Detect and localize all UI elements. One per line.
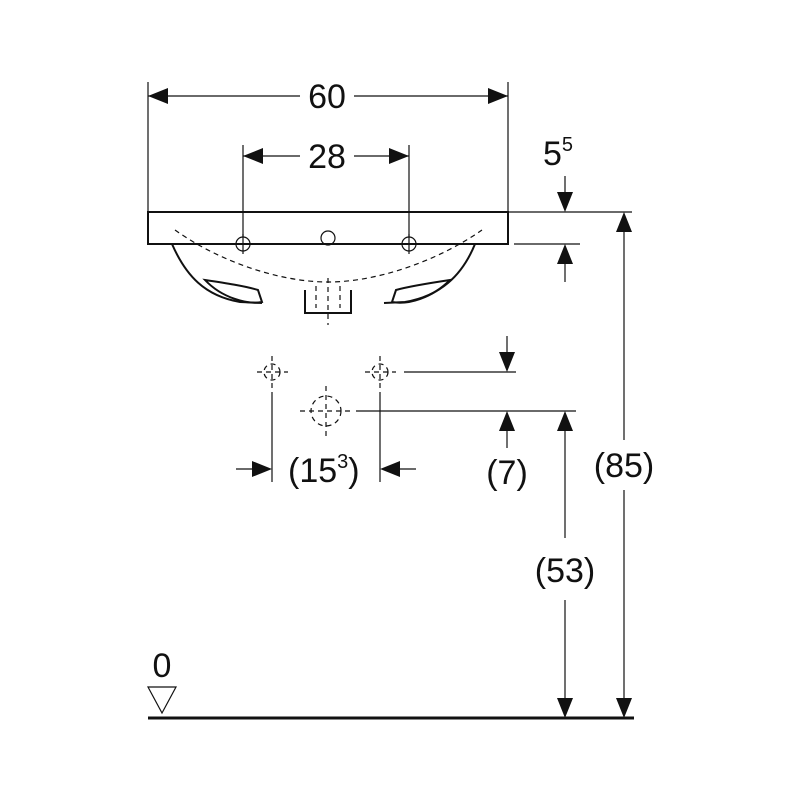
dimension-supply-offset: (7): [486, 336, 528, 492]
basin-elevation: [147, 211, 509, 325]
dimension-label-width: 60: [308, 78, 346, 116]
connection-layout: [257, 356, 576, 482]
basin-right-foot: [390, 278, 453, 304]
basin-waste-spout: [304, 290, 352, 314]
basin-left-foot: [202, 278, 264, 304]
waste-outlet-crosshair-icon: [300, 386, 352, 436]
overflow-hole-icon: [320, 230, 336, 246]
basin-rim: [147, 211, 509, 245]
basin-hidden-bowl-line: [174, 229, 483, 283]
dimension-label-waste-height: (53): [535, 552, 595, 590]
dimension-label-tap-spacing: 28: [308, 138, 346, 176]
dimension-tap-hole-spacing: 28: [242, 138, 410, 237]
dimension-rim-height: (85): [594, 212, 654, 718]
dimension-rim-thickness: 55: [508, 134, 632, 282]
floor-level-label: 0: [153, 647, 172, 685]
basin-waste-centerline: [315, 278, 341, 325]
dimension-label-rim-thickness: 55: [543, 134, 573, 173]
dimension-label-supply-offset: (7): [486, 454, 528, 492]
dimension-waste-spacing: (153): [236, 451, 416, 490]
supply-right-crosshair-icon: [365, 356, 396, 388]
dimension-label-rim-height: (85): [594, 447, 654, 485]
floor-level-triangle-icon: [146, 686, 178, 715]
dimension-overall-width: 60: [147, 78, 509, 212]
floor-level: 0: [146, 647, 634, 720]
supply-left-crosshair-icon: [257, 356, 288, 388]
dimension-label-waste-spacing: (153): [288, 451, 360, 490]
dimension-waste-height: (53): [535, 411, 595, 718]
